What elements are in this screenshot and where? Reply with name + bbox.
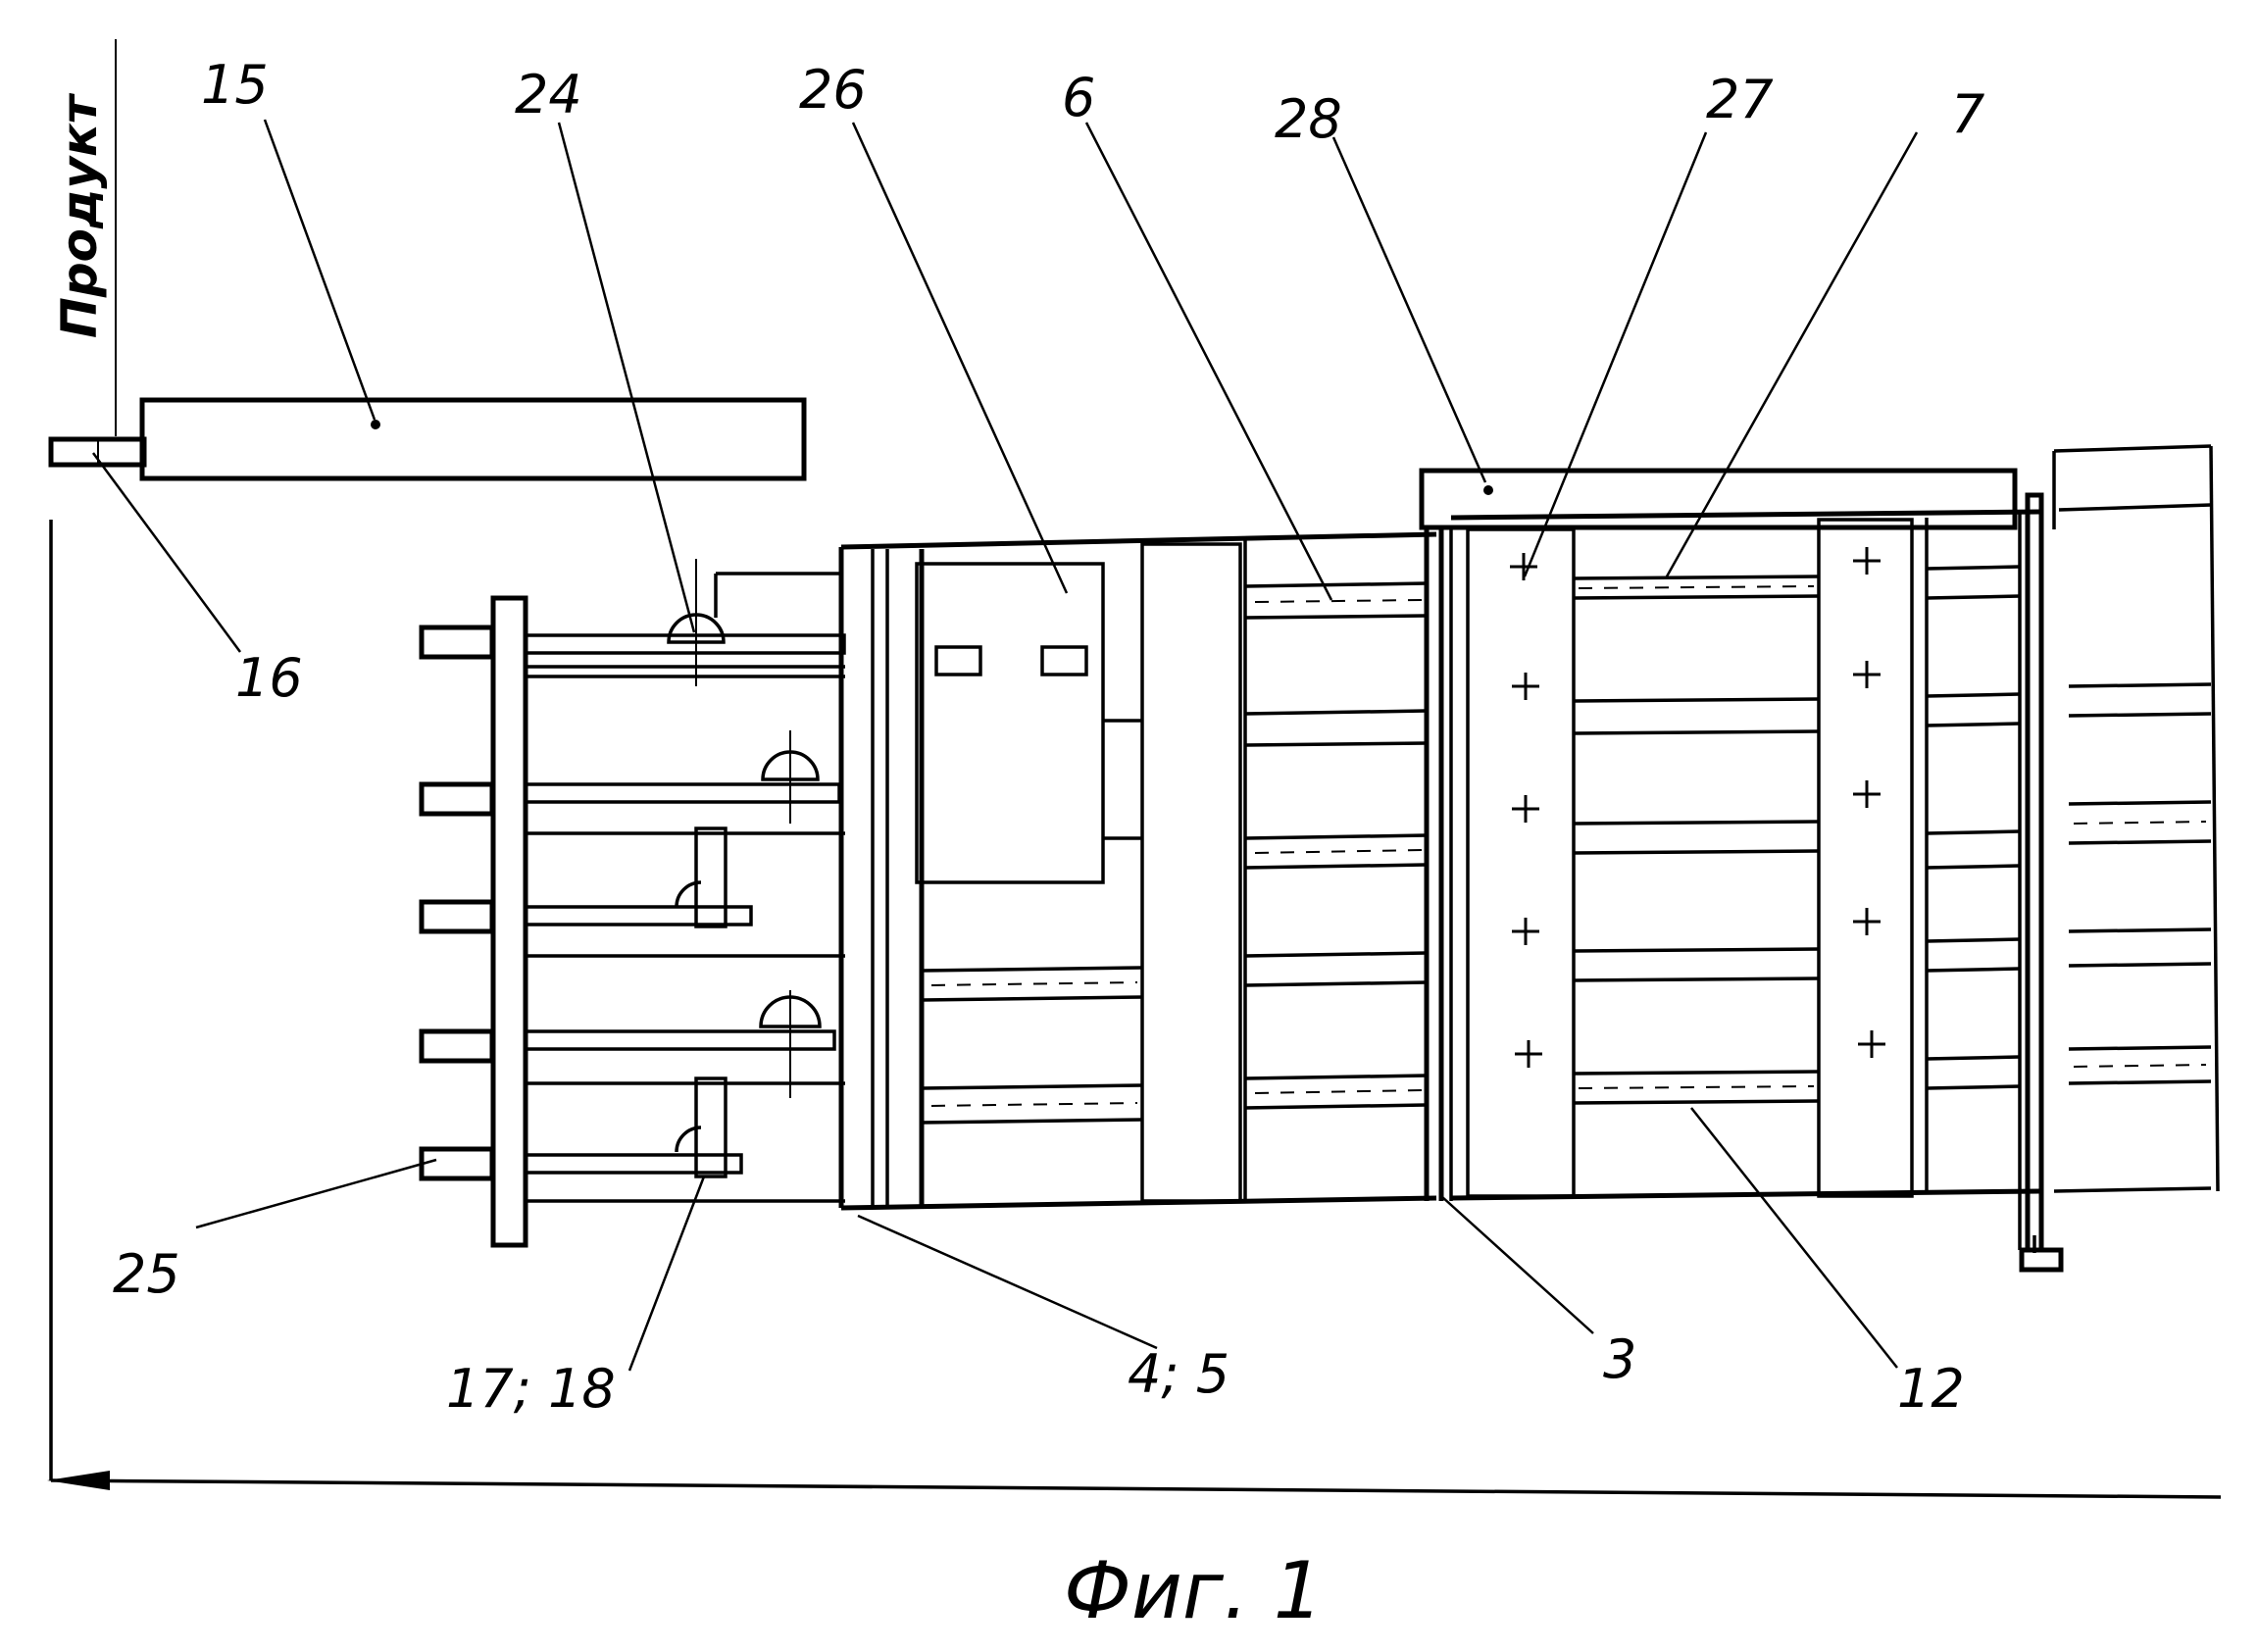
left-shelf-rods [526,635,845,1201]
label-7: 7 [1951,83,1984,145]
label-4-5: 4; 5 [1128,1343,1229,1405]
label-3: 3 [1603,1328,1636,1390]
label-25: 25 [113,1243,180,1305]
component-15-hopper [142,400,804,478]
label-6: 6 [1062,67,1095,128]
terminal-group-25 [422,627,492,1178]
plus-markers [1510,547,1885,1068]
label-15: 15 [201,54,269,116]
label-16: 16 [235,647,303,709]
leader-lines [93,120,1917,1371]
direction-arrow [47,1471,110,1490]
label-26: 26 [799,59,867,121]
figure-caption: Фиг. 1 [1064,1545,1324,1636]
label-27: 27 [1706,69,1774,130]
bottom-frame-line [51,1480,2221,1497]
label-28: 28 [1275,88,1342,150]
label-17-18: 17; 18 [446,1358,616,1420]
housing-bands [922,583,1427,1123]
left-manifold [493,598,526,1245]
component-15-dot [371,420,380,429]
right-section [1422,446,2218,1270]
label-12: 12 [1897,1358,1965,1420]
label-24: 24 [515,64,582,125]
product-side-label: Продукт [51,92,108,338]
